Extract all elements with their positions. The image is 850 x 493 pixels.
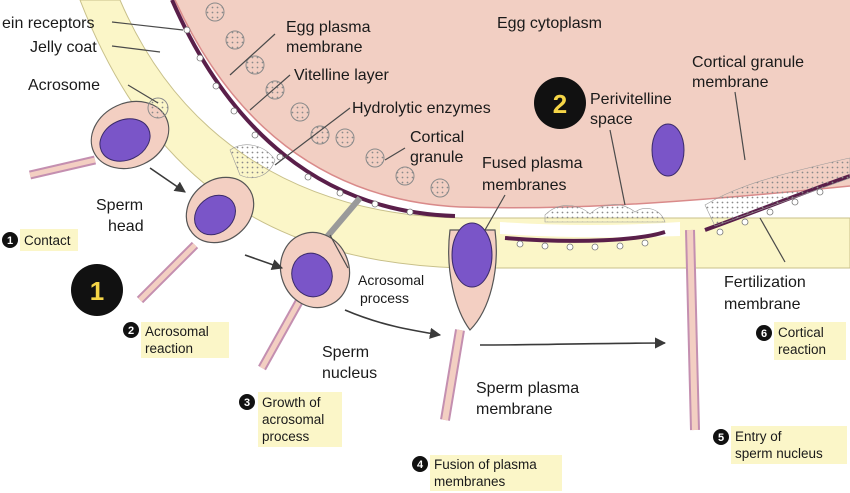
label-fused-plasma-1: Fused plasma [482,155,583,172]
svg-text:acrosomal: acrosomal [262,412,324,427]
sperm-5 [651,123,700,431]
label-vitelline-layer: Vitelline layer [294,67,390,84]
arrow-4-to-5 [479,337,667,349]
svg-text:sperm nucleus: sperm nucleus [735,446,823,461]
svg-text:reaction: reaction [778,342,826,357]
label-perivitelline-1: Perivitelline [590,91,672,108]
label-fused-plasma-2: membranes [482,177,566,194]
svg-text:1: 1 [7,235,13,247]
label-acrosomal-process-1: Acrosomal [358,272,424,288]
protein-receptors [183,26,824,251]
sperm-1 [28,97,170,180]
label-egg-cytoplasm: Egg cytoplasm [497,15,602,32]
label-egg-plasma-membrane-2: membrane [286,39,363,56]
label-sperm-plasma-2: membrane [476,401,553,418]
svg-text:6: 6 [761,328,767,340]
label-fertilization-membrane-2: membrane [724,296,801,313]
svg-text:3: 3 [244,397,250,409]
label-sperm-plasma-1: Sperm plasma [476,380,579,397]
sperm-4 [440,222,497,421]
step-3: 3 Growth of acrosomal process [239,392,342,447]
vitelline-layer [170,0,456,218]
label-sperm-head-1: Sperm [96,197,143,214]
svg-text:1: 1 [90,276,104,306]
sperm-2 [136,176,255,304]
sperm-nucleus-5 [651,123,685,177]
sperm-nucleus-3 [291,252,333,298]
step-4: 4 Fusion of plasma membranes [412,455,562,491]
label-hydrolytic-enzymes: Hydrolytic enzymes [352,100,491,117]
svg-text:process: process [262,429,310,444]
perivitelline-space [500,222,680,238]
label-perivitelline-2: space [590,111,633,128]
svg-text:5: 5 [718,432,724,444]
vitelline-layer-lifted [504,230,666,243]
label-jelly-coat: Jelly coat [30,39,97,56]
step-1: 1 Contact [2,229,78,251]
svg-text:membranes: membranes [434,474,506,489]
svg-text:2: 2 [128,325,134,337]
sperm-nucleus-2 [194,194,236,236]
arrow-3-to-4 [344,309,442,339]
label-cortical-granule-membrane-2: membrane [692,74,769,91]
label-sperm-nucleus-1: Sperm [322,344,369,361]
arrow-1-to-2 [149,167,186,193]
label-sperm-head-2: head [108,218,144,235]
svg-text:reaction: reaction [145,341,193,356]
step-6: 6 Cortical reaction [756,322,846,360]
label-acrosome: Acrosome [28,77,100,94]
svg-text:Acrosomal: Acrosomal [145,324,209,339]
sperm-nucleus-4 [451,222,493,288]
svg-text:Growth of: Growth of [262,395,321,410]
label-protein-receptors: ein receptors [2,15,95,32]
sperm-nucleus-1 [99,118,151,162]
label-acrosomal-process-2: process [360,290,409,306]
svg-text:Fusion of plasma: Fusion of plasma [434,457,537,472]
step-5: 5 Entry of sperm nucleus [713,426,847,464]
label-fertilization-membrane-1: Fertilization [724,274,806,291]
svg-text:2: 2 [553,89,567,119]
label-cortical-granule-membrane-1: Cortical granule [692,54,804,71]
step-2: 2 Acrosomal reaction [123,322,229,358]
svg-text:Cortical: Cortical [778,325,824,340]
sperm-3 [258,231,351,371]
label-cortical-granule-1: Cortical [410,129,464,146]
egg-plasma-membrane [174,0,850,209]
released-granule-contents [229,144,850,227]
svg-text:Entry of: Entry of [735,429,782,444]
label-egg-plasma-membrane-1: Egg plasma [286,19,371,36]
cortical-granules [205,2,450,198]
arrow-2-to-3 [244,254,284,270]
label-cortical-granule-2: granule [410,149,463,166]
label-sperm-nucleus-2: nucleus [322,365,377,382]
leader-lines [111,21,786,269]
svg-text:4: 4 [417,459,424,471]
phase-marker-2: 2 [534,77,586,129]
svg-text:Contact: Contact [24,233,71,248]
phase-marker-1: 1 [71,264,123,316]
